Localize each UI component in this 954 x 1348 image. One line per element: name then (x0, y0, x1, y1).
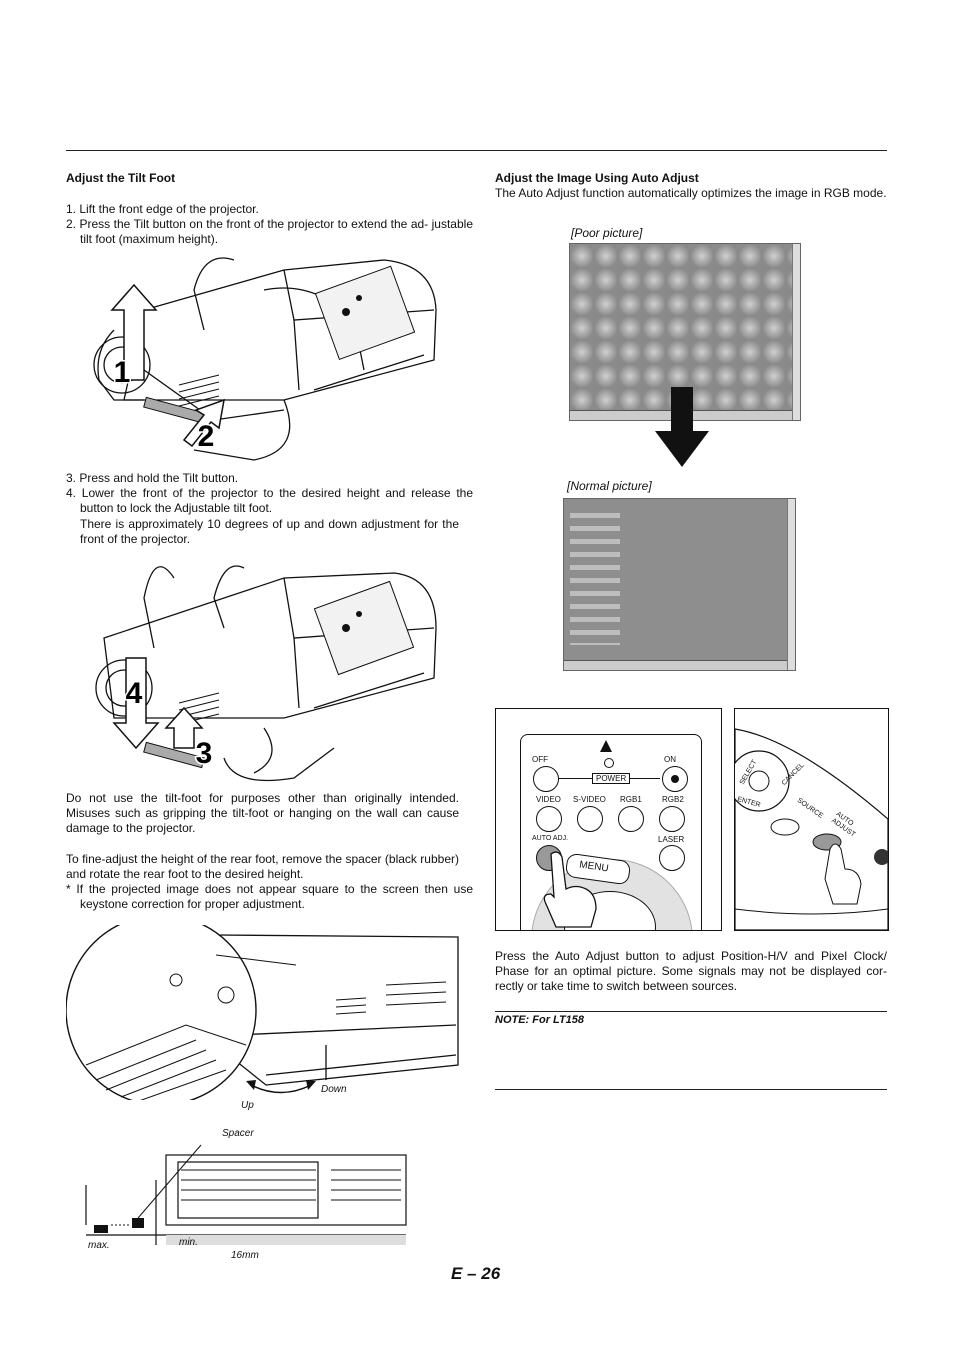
rear-foot-illustration (66, 925, 459, 1100)
auto-adj-label: AUTO ADJ. (532, 835, 569, 842)
auto-adjust-heading: Adjust the Image Using Auto Adjust (495, 171, 699, 185)
tilt-heading: Adjust the Tilt Foot (66, 171, 176, 185)
video-button[interactable] (536, 806, 562, 832)
poor-picture-screen (569, 243, 801, 421)
keystone-bullet: * If the projected image does not appear… (66, 882, 473, 912)
step-3: 3. Press and hold the Tilt button. (66, 471, 239, 485)
callout-4: 4 (126, 677, 143, 710)
callout-3: 3 (196, 737, 213, 770)
rgb1-label: RGB1 (620, 795, 642, 804)
on-label: ON (664, 755, 676, 764)
warning-text: Do not use the tilt-foot for purposes ot… (66, 791, 459, 836)
note-top-rule (495, 1011, 887, 1012)
step-4-note: There is approximately 10 degrees of up … (80, 517, 459, 547)
rgb2-button[interactable] (659, 806, 685, 832)
svideo-label: S-VIDEO (573, 795, 606, 804)
side-view-illustration (85, 1144, 407, 1245)
up-label: Up (241, 1100, 254, 1111)
auto-adjust-intro: The Auto Adjust function automatically o… (495, 186, 887, 200)
press-auto-adjust-text: Press the Auto Adjust button to adjust P… (495, 949, 887, 994)
tilt-illustration-lower: 4 3 (95, 565, 437, 782)
note-bottom-rule (495, 1089, 887, 1090)
remote-illustration: OFF ON POWER VIDEO S-VIDEO RGB1 RGB2 AUT… (495, 708, 722, 931)
16mm-label: 16mm (231, 1250, 259, 1261)
normal-picture-caption: [Normal picture] (567, 479, 652, 493)
power-label: POWER (592, 773, 631, 784)
rear-foot-text: To fine-adjust the height of the rear fo… (66, 852, 459, 882)
normal-picture-screen (563, 498, 796, 671)
step-2: 2. Press the Tilt button on the front of… (66, 217, 473, 247)
video-label: VIDEO (536, 795, 561, 804)
callout-2: 2 (198, 420, 215, 453)
spacer-label: Spacer (222, 1128, 254, 1139)
note-heading: NOTE: For LT158 (495, 1014, 585, 1026)
on-button[interactable] (662, 766, 688, 792)
off-button[interactable] (533, 766, 559, 792)
max-label: max. (88, 1240, 110, 1251)
min-label: min. (179, 1237, 198, 1248)
step-4: 4. Lower the front of the projector to t… (66, 486, 473, 516)
page-number: E – 26 (451, 1264, 501, 1283)
down-label: Down (321, 1084, 347, 1095)
power-indicator (604, 758, 614, 768)
down-arrow (655, 387, 709, 467)
cabinet-illustration: SELECT CANCEL ENTER SOURCE AUTO ADJUST (734, 708, 889, 931)
tilt-illustration-lift: 1 2 (93, 257, 437, 461)
callout-1: 1 (114, 356, 131, 389)
rgb2-label: RGB2 (662, 795, 684, 804)
laser-label: LASER (658, 835, 685, 844)
header-rule (66, 150, 887, 151)
hand-pointer (543, 851, 597, 928)
off-label: OFF (532, 755, 548, 764)
svideo-button[interactable] (577, 806, 603, 832)
poor-picture-caption: [Poor picture] (571, 226, 643, 240)
laser-icon (600, 740, 612, 752)
rgb1-button[interactable] (618, 806, 644, 832)
laser-button[interactable] (659, 845, 685, 871)
step-1: 1. Lift the front edge of the projector. (66, 202, 259, 216)
